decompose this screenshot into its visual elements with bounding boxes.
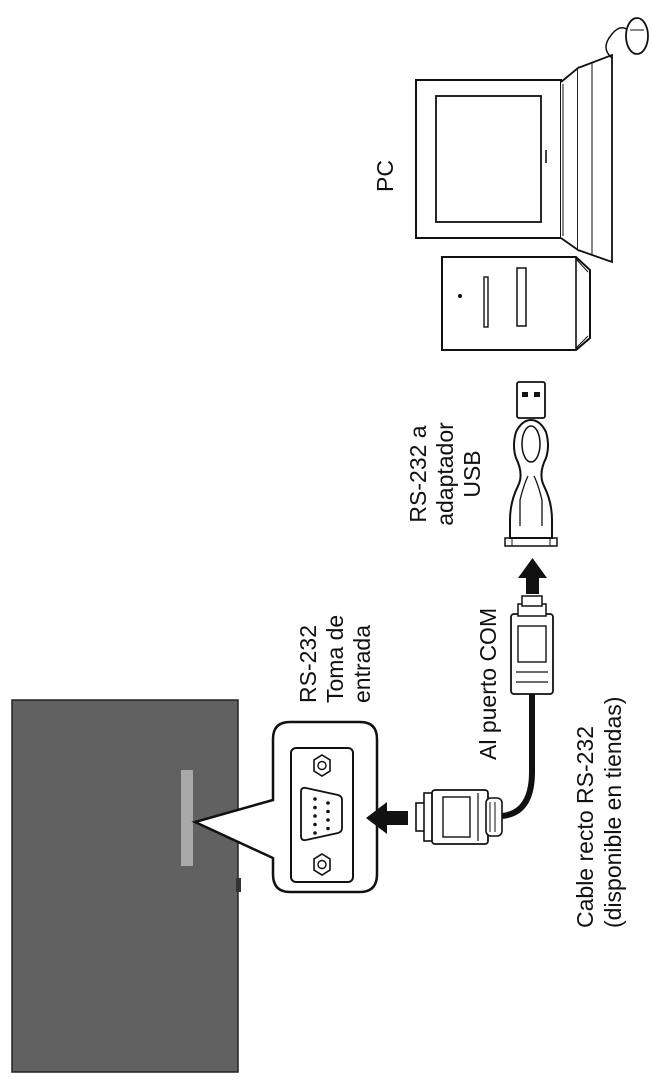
svg-text:Cable recto RS-232: Cable recto RS-232 [572,726,598,928]
db9-plug-icon [415,789,503,845]
usb-plug [516,381,546,419]
label-com-port: Al puerto COM [475,608,501,760]
monitor-icon [415,53,613,264]
tv-side-connector [236,878,241,892]
usb-adapter-icon [504,381,558,547]
label-cable: Cable recto RS-232 (disponible en tienda… [572,697,626,928]
svg-text:RS-232: RS-232 [295,625,321,703]
tv-body [11,699,239,1073]
arrow-up-icon [518,558,547,594]
tv-port-strip [181,770,193,866]
pc-tower-icon [441,256,591,351]
mouse-icon [605,17,649,59]
db9-plug-com-icon [510,595,554,695]
svg-text:RS-232 a: RS-232 a [405,425,431,522]
tv-icon [11,699,241,1073]
port-dsub-shell [300,786,343,842]
rs232-cable [499,691,535,819]
serial-port-icon [290,747,354,883]
svg-text:(disponible en tiendas): (disponible en tiendas) [600,697,626,928]
svg-text:Toma de: Toma de [322,615,348,703]
serial-port-callout [191,720,379,894]
label-adapter: RS-232 a adaptador USB [405,422,485,526]
label-pc: PC [372,160,398,192]
svg-text:USB: USB [459,450,485,497]
svg-text:entrada: entrada [349,625,375,703]
arrow-icon [366,802,408,834]
label-input-jack: RS-232 Toma de entrada [295,615,375,703]
svg-text:adaptador: adaptador [432,422,458,526]
